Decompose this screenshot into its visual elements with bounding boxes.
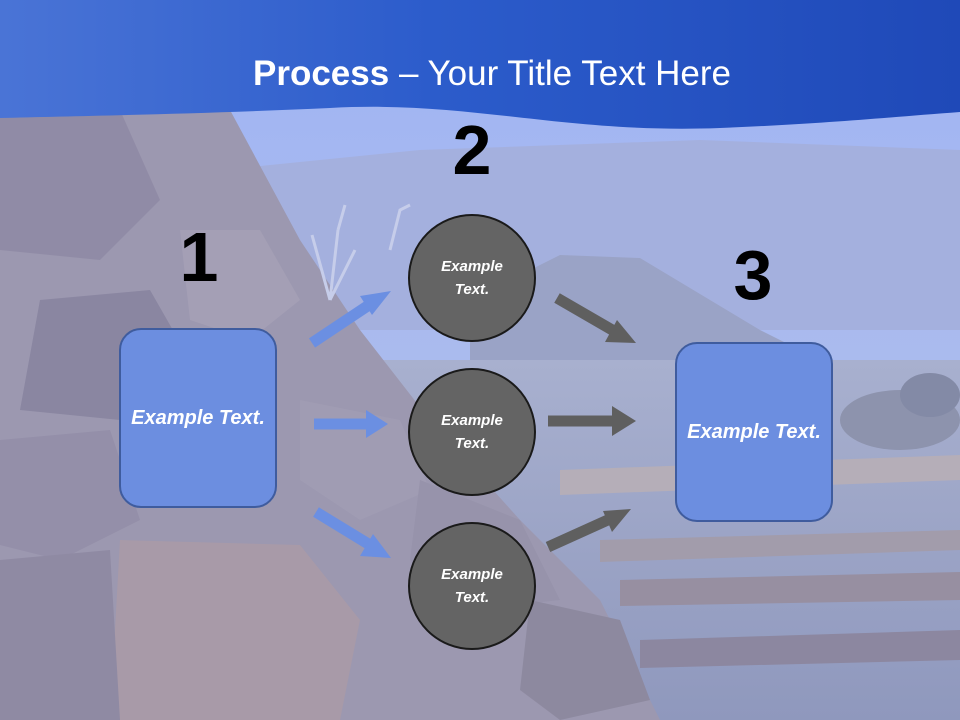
- title-rest: – Your Title Text Here: [389, 54, 731, 93]
- step-1-box: Example Text.: [119, 328, 277, 508]
- step-number-3: 3: [733, 236, 773, 314]
- step-2-circle-middle: Example Text.: [408, 368, 536, 496]
- circle-text: Example Text.: [441, 566, 503, 606]
- step-3-text: Example Text.: [687, 420, 821, 443]
- step-1-text: Example Text.: [131, 406, 265, 429]
- step-number-1: 1: [179, 218, 219, 296]
- circle-text: Example Text.: [441, 258, 503, 298]
- title-bold: Process: [253, 54, 390, 93]
- circle-text: Example Text.: [441, 412, 503, 452]
- step-number-2: 2: [452, 111, 492, 189]
- step-2-circle-bottom: Example Text.: [408, 522, 536, 650]
- page-title: Process – Your Title Text Here: [0, 52, 960, 96]
- step-3-box: Example Text.: [675, 342, 833, 522]
- step-2-circle-top: Example Text.: [408, 214, 536, 342]
